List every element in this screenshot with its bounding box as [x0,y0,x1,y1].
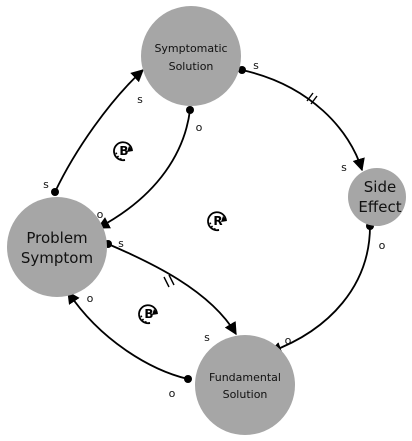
loop-marker-center: R [207,211,227,232]
node-label: Problem [26,229,87,247]
loop-letter: B [144,307,153,321]
polarity-label: s [341,161,347,174]
link-problem-to-fundamental [104,240,237,336]
polarity-label: s [118,237,124,250]
polarity-label: s [253,59,259,72]
polarity-label: s [204,331,210,344]
node-label: Symptom [21,249,93,267]
node-label: Solution [169,60,214,73]
node-side-effect: Side Effect [348,168,406,226]
node-fundamental-solution: Fundamental Solution [195,335,295,435]
node-label: Effect [358,198,401,216]
node-label: Symptomatic [154,42,227,55]
node-label: Side [364,178,396,196]
link-fundamental-to-problem [67,290,192,383]
node-problem-symptom: Problem Symptom [7,197,107,297]
loop-marker-upper: B [113,141,133,162]
polarity-label: o [285,334,292,347]
polarity-label: s [137,93,143,106]
node-label: Solution [223,388,268,401]
loop-letter: B [119,144,128,158]
polarity-label: o [97,208,104,221]
polarity-label: o [196,121,203,134]
link-side-to-fundamental [268,222,374,355]
loop-letter: R [213,214,222,228]
loop-marker-lower: B [138,304,158,325]
link-symptomatic-to-side [238,66,365,172]
polarity-label: o [169,387,176,400]
polarity-label: s [43,178,49,191]
node-symptomatic-solution: Symptomatic Solution [141,6,241,106]
link-symptomatic-to-problem [96,106,194,229]
polarity-label: o [87,292,94,305]
polarity-label: o [379,239,386,252]
link-problem-to-symptomatic [51,69,144,196]
node-label: Fundamental [209,371,281,384]
